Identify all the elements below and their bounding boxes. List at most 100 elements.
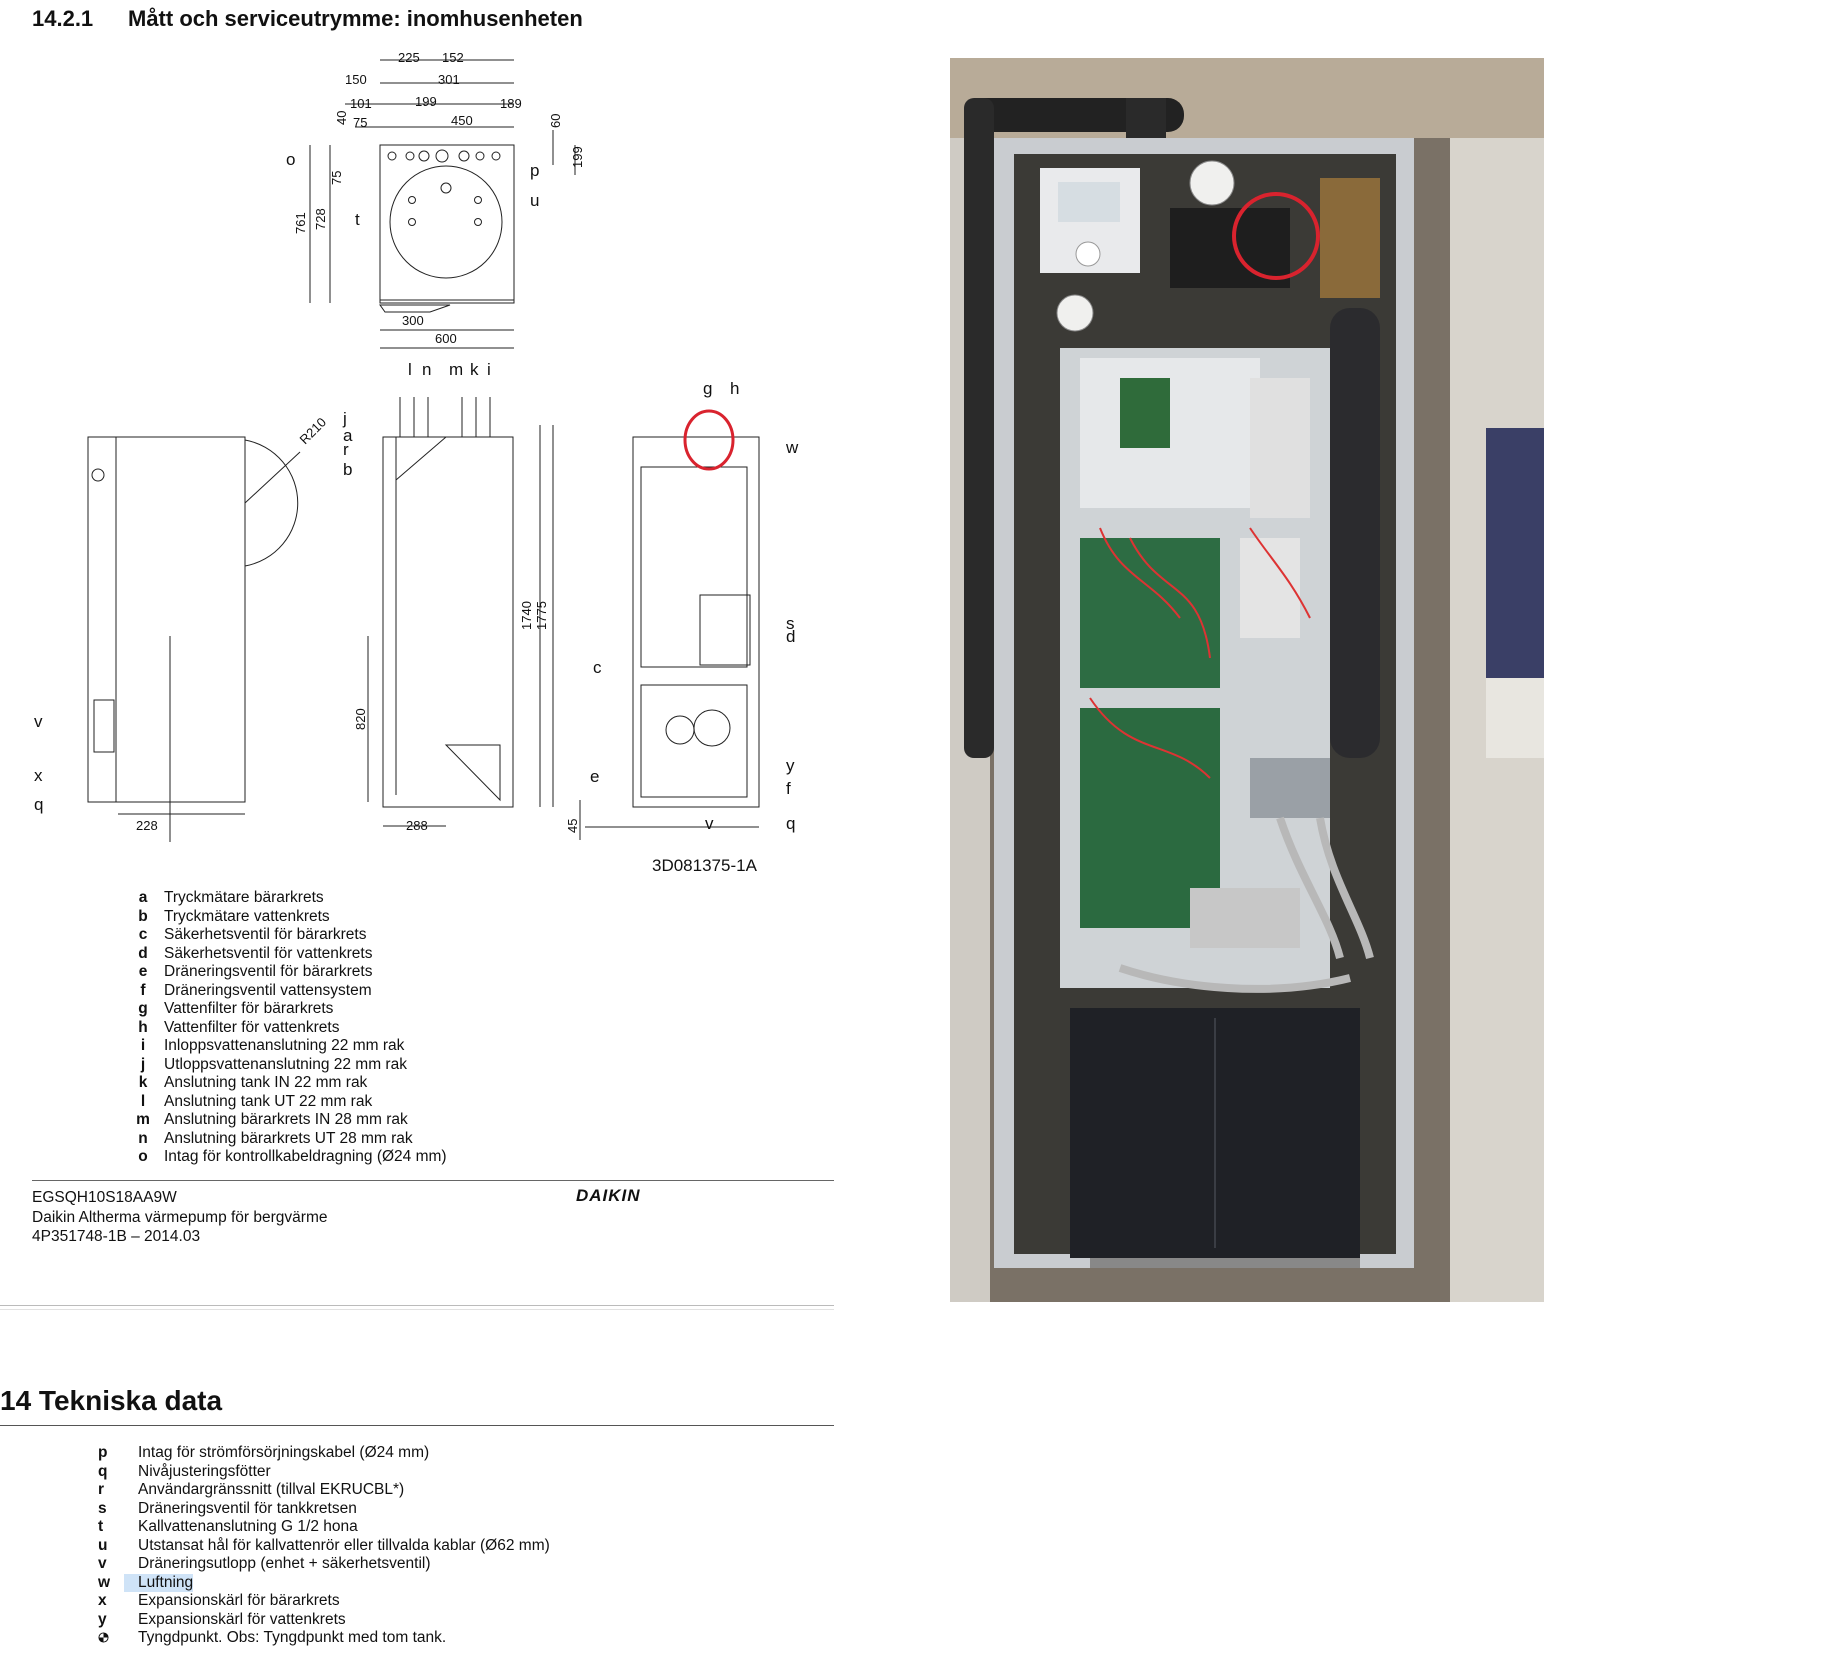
legend-text: Dräneringsventil vattensystem bbox=[164, 981, 372, 999]
legend-key: o bbox=[138, 1148, 148, 1165]
dim-45: 45 bbox=[565, 819, 580, 833]
right-view-body bbox=[632, 436, 760, 808]
legend-key: q bbox=[98, 1462, 108, 1480]
dim-189: 189 bbox=[500, 96, 522, 111]
chapter-rule bbox=[0, 1425, 834, 1426]
drawing-label-p: p bbox=[530, 161, 539, 180]
legend-text: Säkerhetsventil för bärarkrets bbox=[164, 926, 367, 943]
drawing-label-d: d bbox=[786, 627, 795, 646]
dim-225: 225 bbox=[398, 50, 420, 65]
legend-text: Tryckmätare bärarkrets bbox=[164, 889, 324, 906]
legend-row-j: j Utloppsvattenanslutning 22 mm rak bbox=[122, 1056, 447, 1075]
legend-key: v bbox=[98, 1555, 107, 1572]
legend-row-w: w Luftning bbox=[98, 1573, 550, 1592]
top-view-body bbox=[379, 144, 515, 304]
drawing-label-j: j bbox=[342, 409, 347, 428]
legend-text: Luftning bbox=[124, 1573, 194, 1592]
dim-75-left: 75 bbox=[329, 171, 344, 185]
drawing-label-a: a bbox=[343, 426, 353, 445]
legend-text: Dräneringsventil för bärarkrets bbox=[164, 963, 373, 980]
dim-75: 75 bbox=[353, 115, 367, 130]
legend-text: Anslutning tank IN 22 mm rak bbox=[164, 1074, 368, 1091]
drawing-label-q-right: q bbox=[786, 814, 795, 833]
legend-text: Nivåjusteringsfötter bbox=[138, 1462, 271, 1480]
legend-key: r bbox=[98, 1481, 105, 1498]
section-number: 14.2.1 bbox=[32, 6, 94, 31]
top-view-tank bbox=[389, 165, 503, 279]
dim-300: 300 bbox=[402, 313, 424, 328]
legend-key: t bbox=[98, 1518, 104, 1535]
left-view-side bbox=[87, 436, 117, 803]
drawing-label-r: r bbox=[343, 440, 349, 459]
legend-key: k bbox=[138, 1074, 148, 1091]
legend-key: g bbox=[138, 1000, 148, 1017]
dim-150: 150 bbox=[345, 72, 367, 87]
left-view-body bbox=[115, 436, 246, 803]
legend-key: u bbox=[98, 1536, 108, 1554]
drawing-label-t: t bbox=[355, 210, 360, 229]
dim-1740: 1740 bbox=[519, 601, 534, 630]
middle-view-body bbox=[382, 436, 514, 808]
legend-key: a bbox=[138, 889, 148, 906]
dim-450: 450 bbox=[451, 113, 473, 128]
legend-text: Vattenfilter för bärarkrets bbox=[164, 1000, 334, 1017]
legend-row-e: e Dräneringsventil för bärarkrets bbox=[122, 963, 447, 982]
drawing-label-h: h bbox=[730, 379, 739, 398]
drawing-label-k: k bbox=[470, 360, 479, 379]
legend-text: Säkerhetsventil för vattenkrets bbox=[164, 944, 373, 962]
section-heading: 14.2.1 Mått och serviceutrymme: inomhusen… bbox=[32, 6, 583, 32]
dim-820: 820 bbox=[353, 708, 368, 730]
drawing-label-y: y bbox=[786, 756, 795, 775]
dim-288: 288 bbox=[406, 818, 428, 833]
drawing-label-v-left: v bbox=[34, 712, 43, 731]
drawing-label-q-left: q bbox=[34, 795, 43, 814]
legend-text: Anslutning bärarkrets IN 28 mm rak bbox=[164, 1111, 408, 1128]
drawing-label-f: f bbox=[786, 779, 791, 798]
legend-key: j bbox=[140, 1055, 146, 1073]
legend-key: s bbox=[98, 1499, 107, 1517]
drawing-label-l: l bbox=[408, 360, 412, 379]
drawing-label-s: s bbox=[786, 614, 795, 633]
legend-text: Tryckmätare vattenkrets bbox=[164, 907, 330, 925]
legend-row-q: q Nivåjusteringsfötter bbox=[98, 1463, 550, 1482]
legend-text: Tyngdpunkt. Obs: Tyngdpunkt med tom tank… bbox=[138, 1629, 447, 1646]
footer-docno: 4P351748-1B – 2014.03 bbox=[32, 1228, 201, 1245]
drawing-label-b: b bbox=[343, 460, 352, 479]
legend-text: Vattenfilter för vattenkrets bbox=[164, 1018, 340, 1036]
legend-key: x bbox=[98, 1592, 107, 1609]
dim-r210: R210 bbox=[297, 415, 330, 448]
drawing-label-g: g bbox=[703, 379, 712, 398]
legend-text: Intag för strömförsörjningskabel (Ø24 mm… bbox=[138, 1444, 430, 1461]
footer-model: EGSQH10S18AA9W bbox=[32, 1189, 177, 1206]
section-title: Mått och serviceutrymme: inomhusenheten bbox=[128, 6, 583, 31]
drawing-label-i: i bbox=[487, 360, 491, 379]
legend-text: Inloppsvattenanslutning 22 mm rak bbox=[164, 1037, 405, 1054]
drawing-label-e: e bbox=[590, 767, 599, 786]
footer-text: EGSQH10S18AA9W Daikin Altherma värmepump… bbox=[32, 1188, 327, 1247]
dim-761: 761 bbox=[293, 212, 308, 234]
legend-key: f bbox=[140, 981, 146, 999]
legend-text: Utstansat hål för kallvattenrör eller ti… bbox=[138, 1536, 550, 1554]
legend-text: Anslutning tank UT 22 mm rak bbox=[164, 1092, 373, 1110]
legend-text: Utloppsvattenanslutning 22 mm rak bbox=[164, 1055, 407, 1073]
legend-row-s: s Dräneringsventil för tankkretsen bbox=[98, 1500, 550, 1519]
legend-key: w bbox=[98, 1573, 111, 1591]
legend-text: Dräneringsventil för tankkretsen bbox=[138, 1499, 357, 1517]
legend-key: e bbox=[138, 963, 148, 980]
legend-row-f: f Dräneringsventil vattensystem bbox=[122, 982, 447, 1001]
dim-60: 60 bbox=[548, 114, 563, 128]
legend-text: Användargränssnitt (tillval EKRUCBL*) bbox=[138, 1481, 405, 1498]
drawing-label-m: m bbox=[449, 360, 463, 379]
drawing-label-n: n bbox=[422, 360, 431, 379]
